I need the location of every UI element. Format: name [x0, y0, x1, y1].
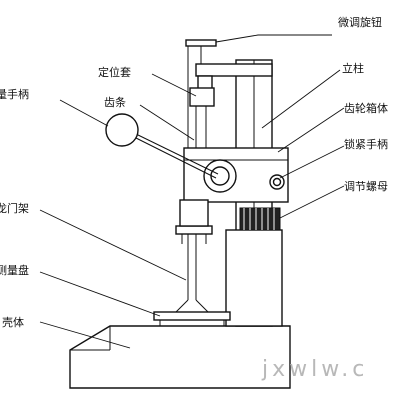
- gantry-frame: [175, 199, 213, 244]
- label-column: 立柱: [342, 61, 364, 75]
- gearbox: [183, 147, 289, 203]
- fine-knob: [185, 39, 217, 64]
- label-lock-handle: 锁紧手柄: [344, 137, 388, 151]
- label-rack: 齿条: [104, 95, 126, 109]
- positioning-sleeve: [189, 87, 215, 107]
- watermark-text: jxwlw.c: [261, 357, 368, 382]
- label-gearbox: 齿轮箱体: [344, 101, 388, 115]
- leader-lines: [39, 34, 345, 349]
- label-measuring-plate: 测量盘: [0, 263, 29, 277]
- measuring-plate: [153, 299, 231, 326]
- label-gantry-frame: 龙门架: [0, 201, 29, 215]
- label-adjusting-nut: 调节螺母: [344, 180, 388, 193]
- housing-body: [69, 325, 291, 389]
- measuring-handle: [105, 113, 219, 179]
- label-positioning-sleeve: 定位套: [98, 65, 131, 79]
- label-measuring-handle: 量手柄: [0, 87, 29, 101]
- adjusting-nut: [239, 207, 281, 231]
- label-fine-knob: 微调旋钮: [338, 15, 382, 29]
- label-housing: 壳体: [2, 315, 24, 329]
